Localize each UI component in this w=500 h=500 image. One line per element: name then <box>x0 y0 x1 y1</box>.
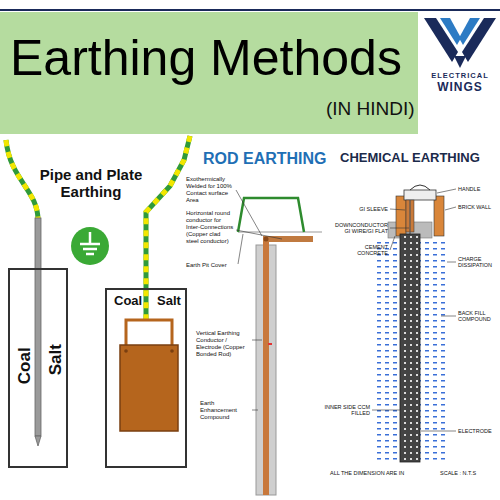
leader-line <box>238 234 243 264</box>
earth-symbol-line <box>80 243 100 246</box>
leader-line <box>390 228 409 229</box>
title-band <box>0 12 418 134</box>
plate-frame <box>126 320 172 345</box>
brick-wall <box>434 196 444 236</box>
plate-rivet <box>124 349 128 353</box>
section-heading: CHEMICAL EARTHING <box>340 151 498 166</box>
part-label: GI SLEEVE <box>344 206 388 212</box>
brick-wall <box>396 196 406 236</box>
earth-symbol-line <box>86 253 94 256</box>
earth-pit: Coal Salt <box>105 288 187 468</box>
logo-text: WINGS <box>422 81 498 95</box>
plate-rivet <box>170 349 174 353</box>
top-rule <box>0 9 500 11</box>
weld-point <box>264 237 269 242</box>
earth-wire <box>6 140 38 220</box>
note: SCALE : N.T.S <box>440 470 496 476</box>
down-conductor <box>409 200 410 234</box>
note: ALL THE DIMENSION ARE IN <box>330 470 426 476</box>
logo-wing <box>440 18 461 45</box>
fill-material: Coal <box>14 347 34 384</box>
leader-line <box>390 236 395 250</box>
pipe-tip <box>35 436 41 446</box>
leader-line <box>441 316 456 317</box>
earth-wire <box>146 136 190 320</box>
logo-wing <box>459 18 480 45</box>
part-label: Vertical Earthing Conductor / Electrode … <box>196 330 250 358</box>
leader-line <box>252 410 258 411</box>
logo-body <box>454 56 466 68</box>
leader-line <box>445 207 456 210</box>
part-label: ELECTRODE <box>458 428 498 434</box>
part-label: CEMENT CONCRETE <box>340 244 388 257</box>
copper-rod <box>263 236 269 495</box>
part-label: Earth Pit Cover <box>186 262 236 269</box>
part-label: DOWNCONDUCTOR GI WIRE/GI FLAT <box>330 222 388 235</box>
fill-material: Coal <box>114 294 142 309</box>
leader-line <box>447 262 456 263</box>
leader-line <box>252 340 262 341</box>
title: Earthing Methods <box>10 30 402 88</box>
earth-symbol-line <box>89 232 92 244</box>
part-label: BRICK WALL <box>458 204 498 210</box>
part-label: INNER SIDE CCM FILLED <box>316 404 370 417</box>
fill-material: Salt <box>45 344 65 375</box>
subtitle: (IN HINDI) <box>326 98 418 120</box>
earth-pipe <box>35 218 41 436</box>
section-heading: ROD EARTHING <box>203 150 337 168</box>
fill-material: Salt <box>157 294 181 309</box>
leader-line <box>437 189 456 193</box>
leader-line <box>421 431 456 432</box>
electrode <box>400 234 420 462</box>
pit-lid <box>404 190 436 200</box>
part-label: CHARGE DISSIPATION <box>458 256 498 269</box>
part-label: Horizontal round conductor for Inter-Con… <box>186 210 234 244</box>
earth-wire-stripe <box>6 140 38 220</box>
earth-symbol-line <box>83 248 97 251</box>
earth-plate <box>120 345 178 431</box>
part-label: BACK FILL COMPOUND <box>458 310 498 323</box>
ground-line <box>238 232 322 233</box>
pit-cover <box>238 198 304 232</box>
logo-text: ELECTRICAL <box>422 72 498 81</box>
earth-pit: Coal Salt <box>8 268 68 468</box>
leader-line <box>372 410 400 411</box>
leader-line <box>390 209 405 210</box>
earth-symbol <box>71 227 109 265</box>
leader-line <box>236 190 262 236</box>
section-heading: Pipe and Plate Earthing <box>30 166 152 201</box>
handle <box>410 185 430 190</box>
part-label: Earth Enhancement Compound <box>200 400 250 421</box>
part-label: HANDLE <box>458 186 498 192</box>
part-label: Exothermically Welded for 100% Contact s… <box>186 176 234 204</box>
earth-wire-stripe <box>146 136 190 320</box>
rod-mark <box>268 343 272 345</box>
